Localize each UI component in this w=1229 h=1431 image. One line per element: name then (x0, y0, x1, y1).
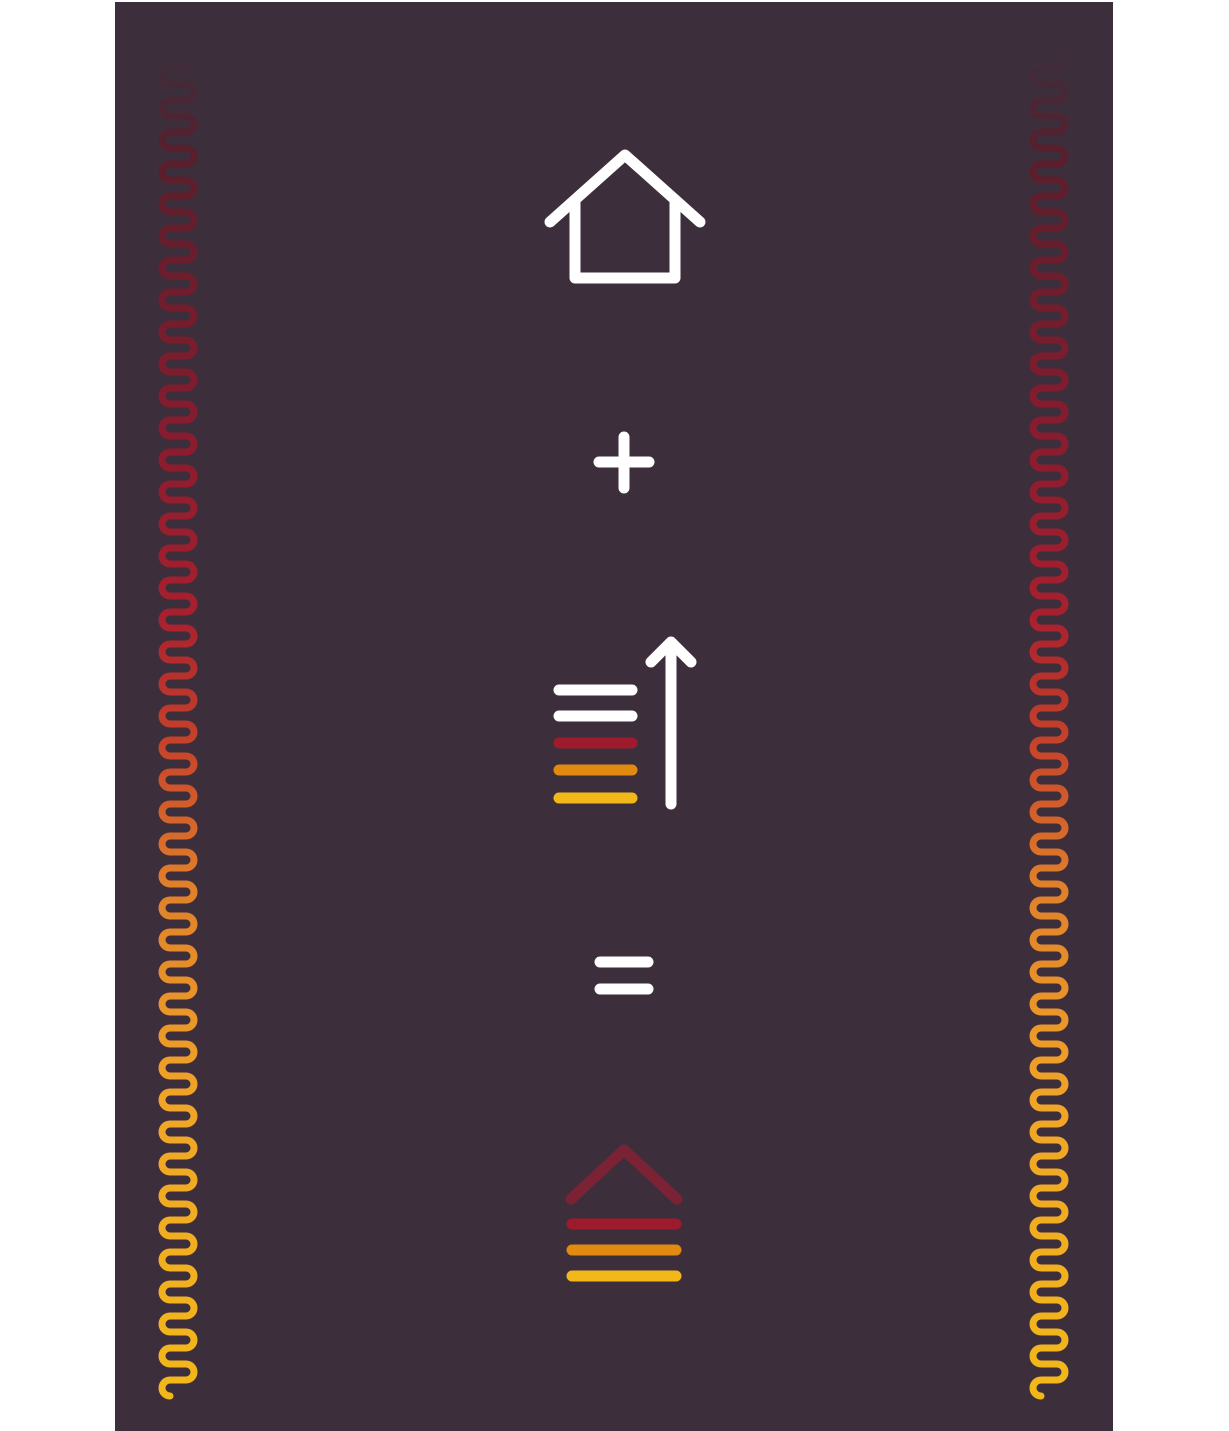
insulation-increase-icon (553, 636, 697, 810)
equals-icon (594, 956, 654, 995)
heating-coil-icon (1029, 48, 1069, 1400)
roof (565, 1144, 683, 1205)
house-icon (544, 149, 706, 284)
heating-coil-icon (158, 48, 198, 1400)
diagram-canvas (115, 2, 1113, 1431)
insulated-house-icon (565, 1144, 683, 1282)
arrow-up-icon (645, 636, 697, 810)
diagram-panel (115, 2, 1113, 1431)
plus-icon (593, 431, 655, 494)
